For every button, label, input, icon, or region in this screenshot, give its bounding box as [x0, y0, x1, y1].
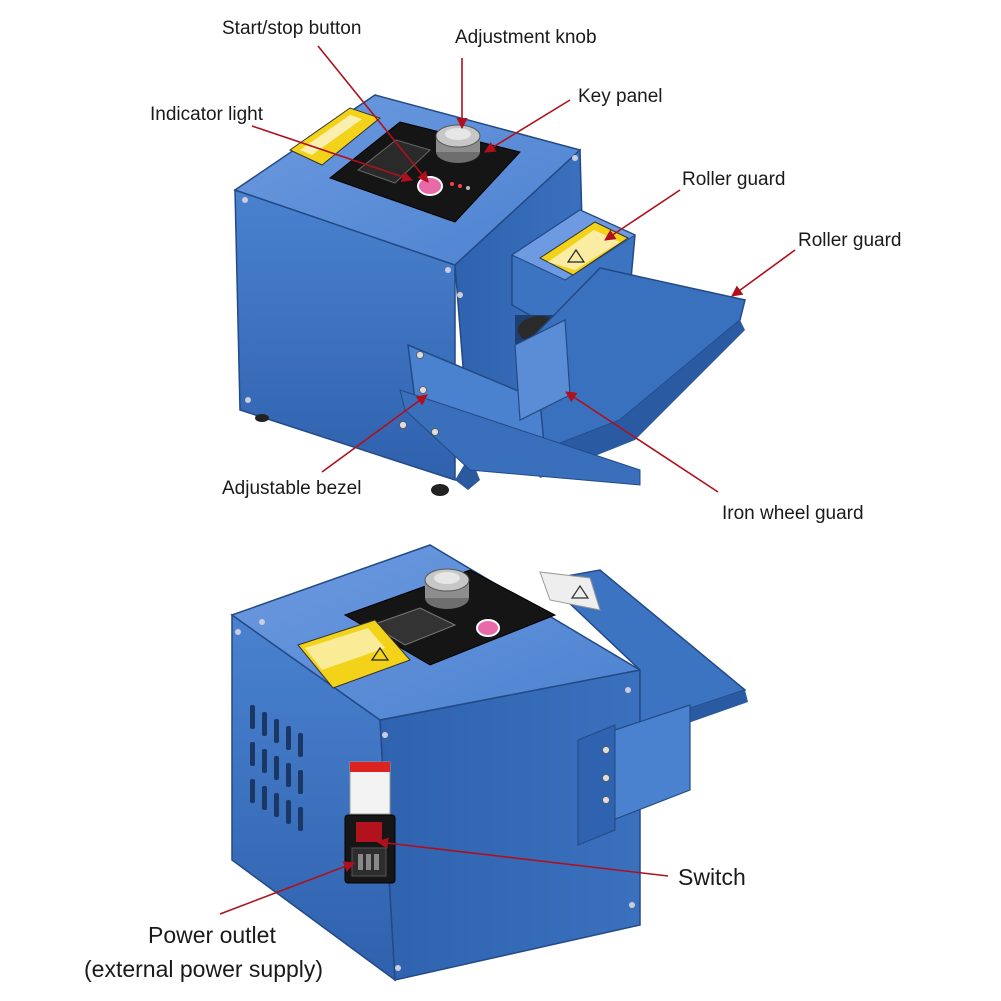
rocker-switch	[356, 822, 382, 842]
top-machine	[233, 94, 746, 496]
label-adjustment-knob: Adjustment knob	[455, 27, 597, 48]
arrow-iron-wheel-guard	[565, 391, 719, 493]
label-start-stop-button: Start/stop button	[222, 18, 362, 39]
label-adjustable-bezel: Adjustable bezel	[222, 478, 362, 499]
label-roller-guard-2: Roller guard	[798, 230, 902, 251]
arrow-power-outlet	[219, 861, 356, 915]
bottom-machine	[230, 544, 748, 982]
arrow-adjustable-bezel	[321, 394, 428, 473]
arrow-start-stop	[317, 45, 429, 183]
arrow-roller-guard-1	[604, 189, 681, 241]
label-indicator-light: Indicator light	[150, 104, 264, 125]
label-key-panel: Key panel	[578, 86, 663, 107]
label-power-outlet-note: (external power supply)	[84, 956, 324, 982]
arrow-key-panel	[484, 99, 571, 153]
label-iron-wheel-guard: Iron wheel guard	[722, 503, 864, 524]
arrow-roller-guard-2	[731, 249, 796, 297]
top-start-stop-button	[417, 176, 443, 196]
arrow-switch	[376, 837, 669, 877]
label-switch: Switch	[678, 864, 746, 890]
label-power-outlet: Power outlet	[148, 922, 276, 948]
vent-slots	[250, 705, 303, 831]
callout-arrows	[219, 45, 796, 915]
arrow-indicator-light	[251, 125, 414, 183]
label-roller-guard-1: Roller guard	[682, 169, 786, 190]
